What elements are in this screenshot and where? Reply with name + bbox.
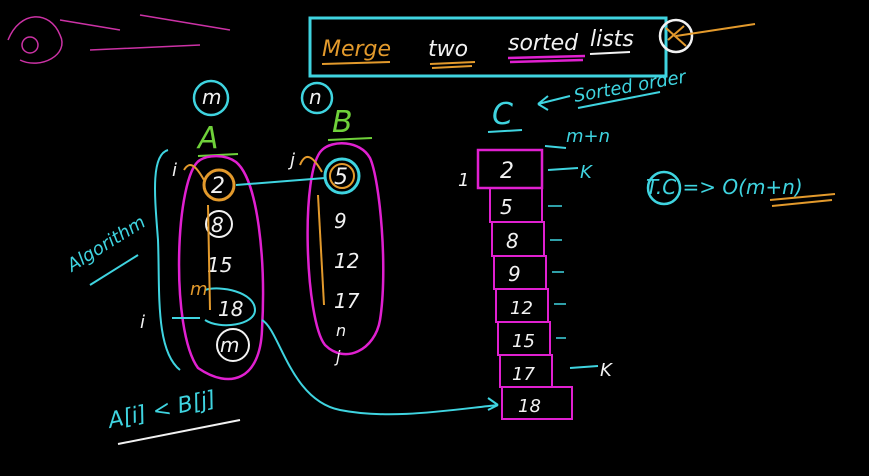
- i-side: i: [140, 312, 145, 333]
- c-item-5: 15: [512, 331, 535, 352]
- list-c: [476, 148, 573, 420]
- time-complexity: T.C => O(m+n): [646, 170, 836, 207]
- title-word-merge: Merge: [322, 37, 391, 62]
- b-item-3: 17: [334, 289, 360, 313]
- c-item-4: 12: [510, 298, 533, 319]
- svg-text:8: 8: [211, 213, 224, 237]
- pointer-k: K: [580, 162, 593, 183]
- a-item-4: m: [216, 328, 250, 362]
- b-end-n: n: [336, 321, 346, 340]
- svg-text:18: 18: [218, 297, 243, 321]
- b-item-2: 12: [334, 249, 359, 273]
- a-item-0: 2: [202, 168, 236, 202]
- c-item-7: 18: [518, 396, 541, 417]
- svg-text:m: m: [202, 85, 221, 109]
- svg-text:2: 2: [211, 174, 225, 199]
- svg-text:n: n: [309, 85, 322, 109]
- merge-arrow: [261, 319, 499, 416]
- c-item-1: 5: [500, 195, 513, 219]
- label-b: B: [332, 105, 353, 140]
- b-item-1: 9: [334, 209, 347, 233]
- algorithm-brace: [154, 149, 181, 371]
- title-word-two: two: [428, 37, 468, 62]
- c-index-one: 1: [458, 170, 469, 191]
- label-c: C: [492, 97, 513, 132]
- a-end-m: m: [190, 279, 208, 300]
- svg-text:T.C => O(m+n): T.C => O(m+n): [646, 175, 803, 199]
- title-box: Merge two sorted lists: [308, 16, 668, 78]
- a-item-2: 15: [207, 253, 232, 277]
- list-b: [306, 142, 385, 356]
- svg-text:5: 5: [334, 165, 348, 190]
- pointer-mark: [658, 18, 756, 54]
- c-item-2: 8: [506, 229, 519, 253]
- compare-line: [235, 177, 326, 186]
- m-plus-n-label: m+n: [566, 126, 610, 147]
- algorithm-label: Algorithm: [63, 212, 150, 277]
- svg-text:i: i: [172, 160, 177, 181]
- svg-text:j: j: [287, 150, 295, 171]
- pointer-i: i m: [172, 160, 211, 311]
- c-item-0: 2: [500, 159, 514, 184]
- title-word-sorted: sorted: [508, 31, 579, 56]
- m-circle: m: [192, 79, 230, 117]
- a-item-1: 8: [205, 210, 233, 238]
- pointer-k2: K: [600, 360, 613, 381]
- c-item-6: 17: [512, 364, 535, 385]
- pink-scribble: [7, 14, 231, 64]
- sorted-order-note: Sorted order: [572, 66, 689, 107]
- n-circle: n: [300, 81, 334, 115]
- j-side: j: [334, 347, 341, 366]
- c-item-3: 9: [508, 262, 521, 286]
- label-a: A: [196, 121, 219, 156]
- a-item-3: 18: [204, 287, 257, 327]
- list-a: [177, 154, 265, 381]
- pointer-j: j n j: [287, 150, 346, 366]
- b-item-0: 5: [323, 157, 361, 195]
- svg-text:m: m: [220, 333, 239, 357]
- c-side-arrows: [548, 205, 566, 339]
- title-word-lists: lists: [590, 27, 634, 52]
